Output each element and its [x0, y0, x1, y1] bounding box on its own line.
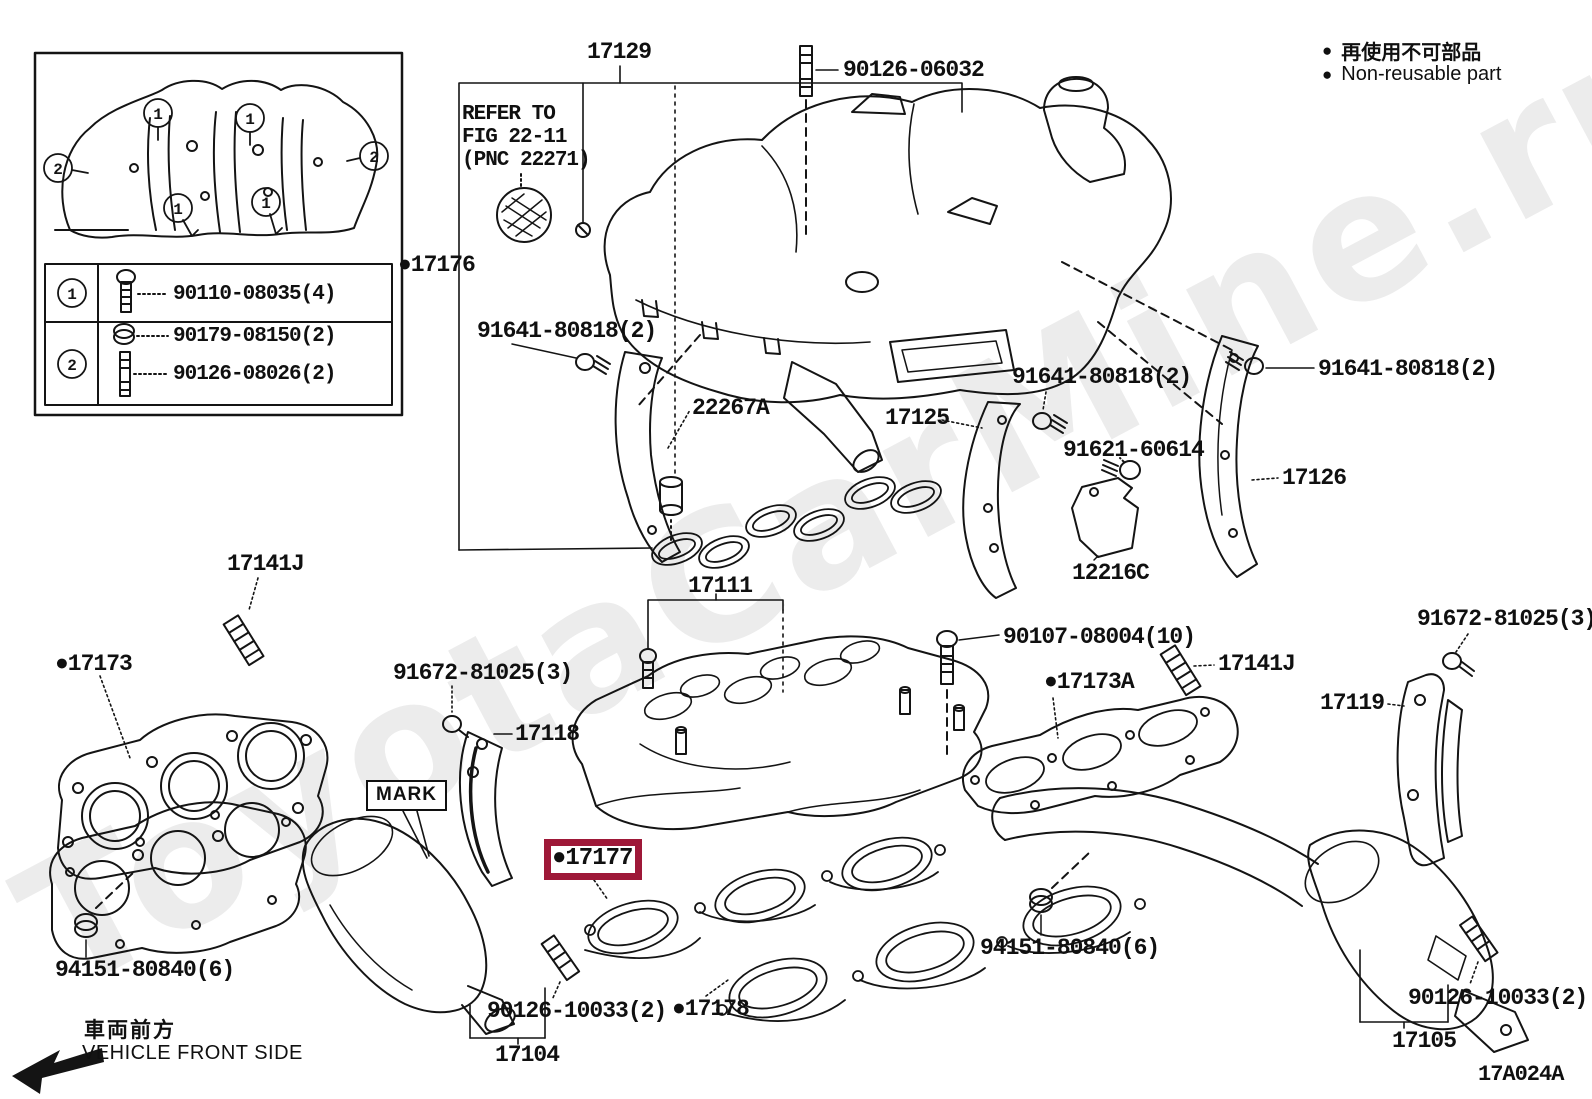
bracket-17125-art	[941, 401, 1021, 599]
nonreusable-bullet-icon: ●	[1322, 65, 1333, 84]
part-label-90126-10033-right[interactable]: 90126-10033(2)	[1408, 985, 1588, 1011]
part-label-91641-80818-right[interactable]: 91641-80818(2)	[1318, 356, 1498, 382]
stud-90126-10033-right-icon	[1459, 915, 1499, 985]
part-label-90126-10033-left[interactable]: 90126-10033(2)	[487, 998, 667, 1024]
part-label-17177-highlighted[interactable]: ●17177	[544, 839, 643, 881]
lower-manifold-art	[571, 593, 990, 831]
stud-17141J-right-icon	[1159, 644, 1215, 697]
part-label-17125[interactable]: 17125	[885, 405, 950, 431]
inset-callout-circles	[43, 98, 389, 237]
inset-table-callout-2: 2	[67, 357, 77, 375]
legend-en-text: Non-reusable part	[1341, 63, 1502, 85]
vehicle-front-en: VEHICLE FRONT SIDE	[82, 1042, 303, 1064]
nut-94151-right-icon	[1029, 851, 1091, 936]
part-label-91672-81025-right[interactable]: 91672-81025(3)	[1417, 606, 1592, 632]
part-label-17118[interactable]: 17118	[515, 721, 580, 747]
part-label-22267A[interactable]: 22267A	[692, 395, 770, 421]
inset-callout: 1	[153, 106, 163, 124]
part-label-90126-06032[interactable]: 90126-06032	[843, 57, 985, 83]
mark-label-box: MARK	[366, 780, 447, 811]
converter-17105-art	[991, 787, 1529, 1053]
legend-nonreusable-en: ● Non-reusable part	[1322, 63, 1501, 86]
inset-callout: 1	[245, 111, 255, 129]
refer-note-line-3: (PNC 22271)	[462, 149, 591, 172]
bolt-91621-icon	[1101, 457, 1141, 480]
bolt-91641-right-icon	[1225, 351, 1315, 375]
inset-table-callout-1: 1	[67, 286, 77, 304]
part-label-17111[interactable]: 17111	[688, 573, 753, 599]
part-label-17104[interactable]: 17104	[495, 1042, 560, 1068]
plenum-gasket-art	[651, 476, 942, 569]
nonreusable-bullet-icon: ●	[1322, 41, 1333, 60]
inset-part-90126-08026[interactable]: 90126-08026(2)	[173, 363, 336, 386]
bracket-17119-art	[1387, 673, 1463, 867]
stud-icon	[119, 351, 169, 397]
gasket-17173-art	[57, 675, 329, 880]
bolt-17111-icon	[639, 648, 657, 689]
stud-17141J-left-icon	[222, 577, 265, 667]
front-direction-arrow	[12, 1048, 104, 1094]
part-label-17119[interactable]: 17119	[1320, 690, 1385, 716]
inset-callout: 2	[53, 161, 63, 179]
part-label-91641-80818-mid[interactable]: 91641-80818(2)	[1012, 364, 1192, 390]
part-label-91621-60614[interactable]: 91621-60614	[1063, 437, 1205, 463]
bolt-90107-icon	[936, 630, 1000, 757]
stud-90126-10033-left-icon	[540, 934, 581, 1001]
inset-fastener-table: 1 2	[44, 263, 393, 406]
legend-jp-text: 再使用不可部品	[1341, 42, 1482, 64]
nut-94151-left-icon	[74, 871, 135, 958]
part-label-94151-80840-left[interactable]: 94151-80840(6)	[55, 957, 235, 983]
part-label-17141J-left[interactable]: 17141J	[227, 551, 305, 577]
setscrew-icon	[575, 222, 591, 238]
bolt-91672-right-icon	[1442, 633, 1475, 677]
part-label-17141J-right[interactable]: 17141J	[1218, 651, 1296, 677]
bracket-12216C-art	[1071, 477, 1139, 561]
screen-icon	[496, 173, 552, 243]
inset-callout: 1	[261, 195, 271, 213]
inset-part-90110-08035[interactable]: 90110-08035(4)	[173, 283, 336, 306]
bolt-icon	[116, 269, 169, 313]
part-label-90107-08004[interactable]: 90107-08004(10)	[1003, 624, 1196, 650]
bracket-22267A-art	[614, 351, 691, 563]
part-label-17129[interactable]: 17129	[587, 39, 652, 65]
part-label-17173A[interactable]: ●17173A	[1044, 669, 1135, 695]
manifold-flange-left-art	[49, 801, 307, 960]
inset-callout: 2	[369, 149, 379, 167]
part-label-17105[interactable]: 17105	[1392, 1028, 1457, 1054]
refer-note-line-2: FIG 22-11	[462, 126, 567, 149]
bracket-17118-art	[458, 731, 513, 887]
gasket-17178-art	[705, 885, 1146, 1022]
part-label-91672-81025-left[interactable]: 91672-81025(3)	[393, 660, 573, 686]
gasket-17177-art	[584, 836, 946, 959]
gasket-17173A-art	[962, 695, 1239, 815]
inset-part-90179-08150[interactable]: 90179-08150(2)	[173, 325, 336, 348]
leader-17129	[458, 65, 963, 551]
inset-box: 1 1 2 2 1 1 1 2	[33, 51, 404, 417]
part-label-17176[interactable]: ●17176	[398, 252, 476, 278]
surge-tank-art	[603, 76, 1233, 473]
legend-nonreusable-jp: ● 再使用不可部品	[1322, 36, 1481, 65]
bolt-91641-mid-icon	[1032, 391, 1068, 434]
vehicle-front-jp: 車両前方	[84, 1019, 176, 1042]
bolt-91672-left-icon	[442, 685, 469, 738]
part-label-17126[interactable]: 17126	[1282, 465, 1347, 491]
stud-90126-06032-icon	[799, 45, 839, 238]
diagram-code: 17A024A	[1478, 1062, 1564, 1087]
bolt-91641-left-icon	[511, 343, 611, 375]
bracket-17126-art	[1198, 335, 1279, 578]
refer-note-line-1: REFER TO	[462, 103, 556, 126]
part-label-91641-80818-left[interactable]: 91641-80818(2)	[477, 318, 657, 344]
part-label-94151-80840-right[interactable]: 94151-80840(6)	[980, 935, 1160, 961]
converter-17104-art	[301, 810, 546, 1045]
part-label-17178[interactable]: ●17178	[672, 996, 750, 1022]
nut-icon	[113, 323, 169, 345]
cap-icon	[659, 476, 683, 541]
inset-callout: 1	[173, 201, 183, 219]
part-label-17173[interactable]: ●17173	[55, 651, 133, 677]
part-label-12216C[interactable]: 12216C	[1072, 560, 1150, 586]
